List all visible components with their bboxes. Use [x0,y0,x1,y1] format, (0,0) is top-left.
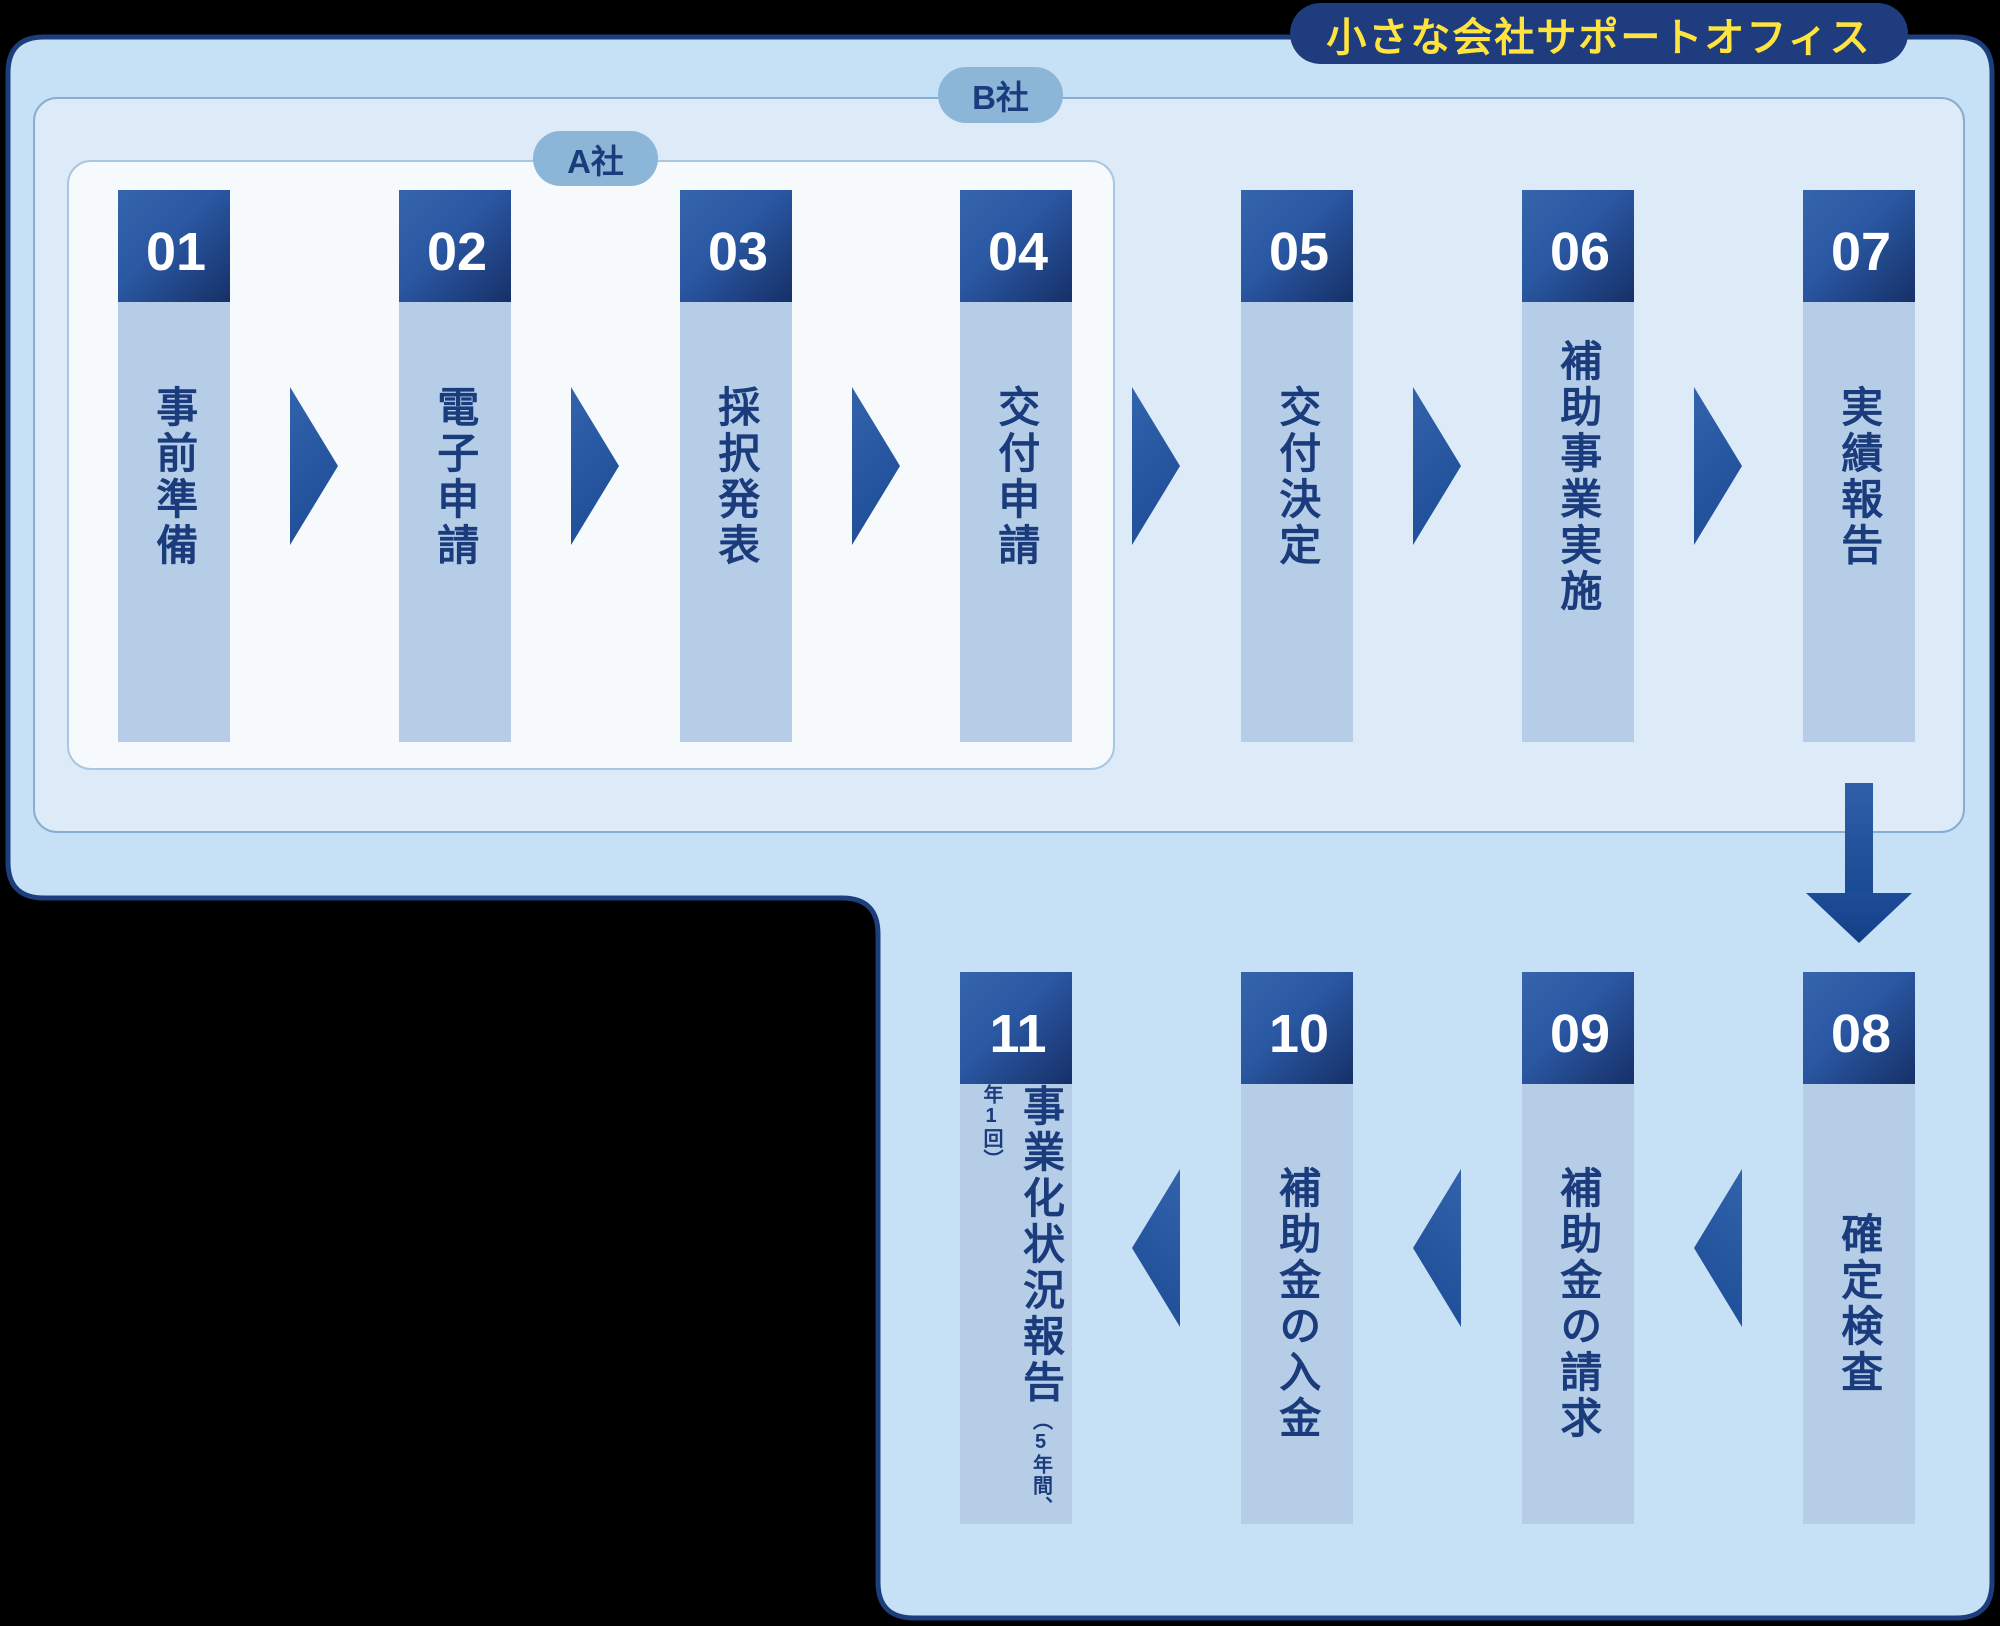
step-label: 実績報告 [1835,385,1883,569]
brand-badge: 小さな会社サポートオフィス [1290,3,1908,64]
step-column-07: 07 実績報告 [1803,190,1915,742]
step-number: 02 [399,190,511,302]
step-column-05: 05 交付決定 [1241,190,1353,742]
step-label: 交付決定 [1273,385,1321,569]
step-column-01: 01 事前準備 [118,190,230,742]
brand-badge-label: 小さな会社サポートオフィス [1326,15,1872,60]
step-column-08: 08 確定検査 [1803,972,1915,1524]
step-body: 補助金の請求 [1522,1084,1634,1524]
step-column-04: 04 交付申請 [960,190,1072,742]
step-body: 事前準備 [118,302,230,742]
step-label: 交付申請 [992,385,1040,569]
step-number: 08 [1803,972,1915,1084]
step-label: 確定検査 [1835,1212,1883,1396]
step-label: 採択発表 [712,385,760,569]
step-number: 03 [680,190,792,302]
step-number: 06 [1522,190,1634,302]
step-number: 07 [1803,190,1915,302]
step-label-note: （5年間、年1回） [980,1084,1052,1517]
step-column-11: 11 事業化状況報告（5年間、年1回） [960,972,1072,1524]
step-number: 10 [1241,972,1353,1084]
step-column-06: 06 補助事業実施 [1522,190,1634,742]
company-b-pill: B社 [938,67,1063,123]
company-a-label: A社 [567,142,624,180]
step-number: 09 [1522,972,1634,1084]
step-number: 01 [118,190,230,302]
step-body: 交付決定 [1241,302,1353,742]
step-column-03: 03 採択発表 [680,190,792,742]
step-label: 補助事業実施 [1554,339,1602,615]
step-body: 交付申請 [960,302,1072,742]
step-label: 事業化状況報告（5年間、年1回） [966,1084,1065,1524]
step-column-10: 10 補助金の入金 [1241,972,1353,1524]
step-label: 事前準備 [150,385,198,569]
step-body: 電子申請 [399,302,511,742]
company-a-pill: A社 [533,131,658,186]
step-number: 11 [960,972,1072,1084]
step-number: 04 [960,190,1072,302]
company-b-label: B社 [972,79,1029,116]
step-label: 補助金の入金 [1273,1166,1321,1442]
step-label-main: 事業化状況報告 [1017,1084,1065,1406]
step-body: 実績報告 [1803,302,1915,742]
step-number: 05 [1241,190,1353,302]
step-label: 電子申請 [431,385,479,569]
step-body: 確定検査 [1803,1084,1915,1524]
step-column-09: 09 補助金の請求 [1522,972,1634,1524]
step-body: 補助事業実施 [1522,302,1634,742]
step-column-02: 02 電子申請 [399,190,511,742]
step-label: 補助金の請求 [1554,1166,1602,1442]
arrow-down-icon [1845,783,1873,895]
step-body: 補助金の入金 [1241,1084,1353,1524]
step-body: 採択発表 [680,302,792,742]
step-body: 事業化状況報告（5年間、年1回） [960,1084,1072,1524]
